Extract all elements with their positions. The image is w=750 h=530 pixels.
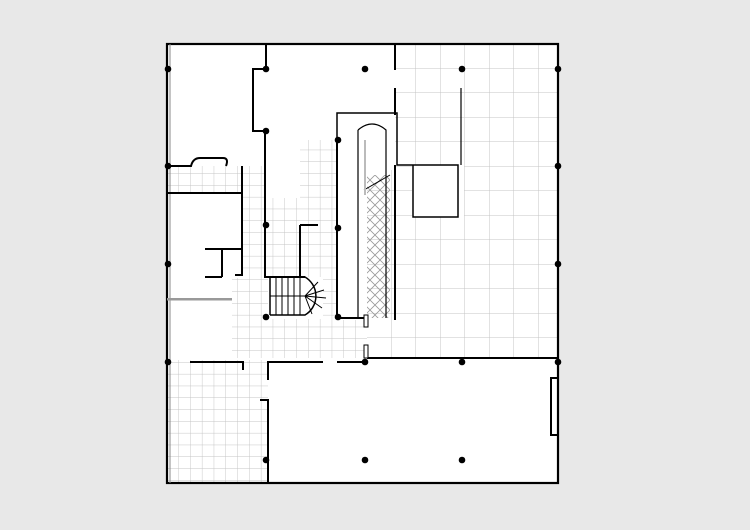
column	[262, 127, 270, 135]
column	[262, 456, 270, 464]
column	[164, 358, 172, 366]
column	[361, 65, 369, 73]
column	[334, 313, 342, 321]
ramp-post	[363, 344, 369, 359]
column	[334, 224, 342, 232]
garage-tiled-floor	[167, 360, 268, 483]
column	[361, 358, 369, 366]
column	[554, 358, 562, 366]
partition-wall	[167, 298, 232, 301]
column	[458, 456, 466, 464]
terrace	[367, 44, 558, 358]
column	[554, 65, 562, 73]
column	[262, 65, 270, 73]
column	[554, 260, 562, 268]
column	[554, 162, 562, 170]
ramp-post	[363, 314, 369, 328]
column	[361, 456, 369, 464]
spiral-staircase	[269, 276, 327, 316]
column	[458, 358, 466, 366]
column	[458, 65, 466, 73]
column	[164, 65, 172, 73]
column	[262, 221, 270, 229]
hall-tiled-floor	[167, 140, 367, 358]
column	[262, 313, 270, 321]
ramp-crosshatch	[367, 175, 390, 318]
columns	[164, 65, 562, 464]
column	[164, 162, 172, 170]
column	[334, 136, 342, 144]
column	[164, 260, 172, 268]
